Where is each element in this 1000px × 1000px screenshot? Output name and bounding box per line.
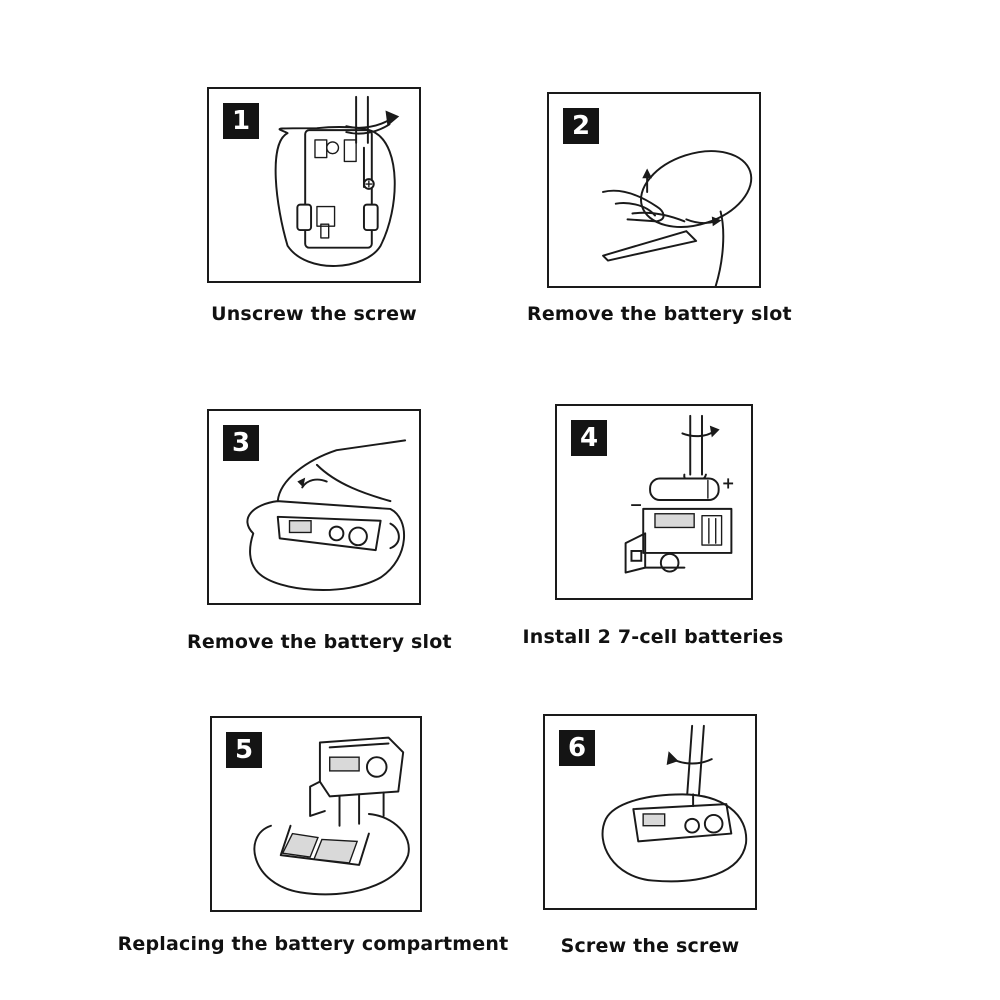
step-4-number: 4 (571, 420, 607, 456)
step-6-number: 6 (559, 730, 595, 766)
step-5-caption: Replacing the battery compartment (117, 933, 509, 955)
step-5-number: 5 (226, 732, 262, 768)
plus-symbol: + (722, 473, 735, 492)
step-2-panel: 2 (547, 92, 761, 288)
step-6-caption: Screw the screw (560, 935, 740, 957)
step-4-caption: Install 2 7-cell batteries (522, 626, 784, 648)
minus-symbol: − (630, 495, 643, 514)
unscrew-illustration (274, 95, 400, 267)
replace-compartment-illustration (253, 736, 410, 896)
step-3-caption: Remove the battery slot (187, 631, 452, 653)
remove-slot-illustration (602, 150, 753, 286)
step-2-caption: Remove the battery slot (527, 303, 792, 325)
step-5-panel: 5 (210, 716, 422, 912)
step-3-panel: 3 (207, 409, 421, 605)
step-4-panel: − + 4 (555, 404, 753, 600)
step-1-caption: Unscrew the screw (211, 303, 417, 325)
step-2-number: 2 (563, 108, 599, 144)
screw-illustration (601, 724, 748, 883)
step-6-panel: 6 (543, 714, 757, 910)
remove-slot-hand-illustration (246, 439, 407, 591)
step-3-number: 3 (223, 425, 259, 461)
step-1-number: 1 (223, 103, 259, 139)
step-1-panel: 1 (207, 87, 421, 283)
install-batteries-illustration: − + (624, 414, 735, 574)
